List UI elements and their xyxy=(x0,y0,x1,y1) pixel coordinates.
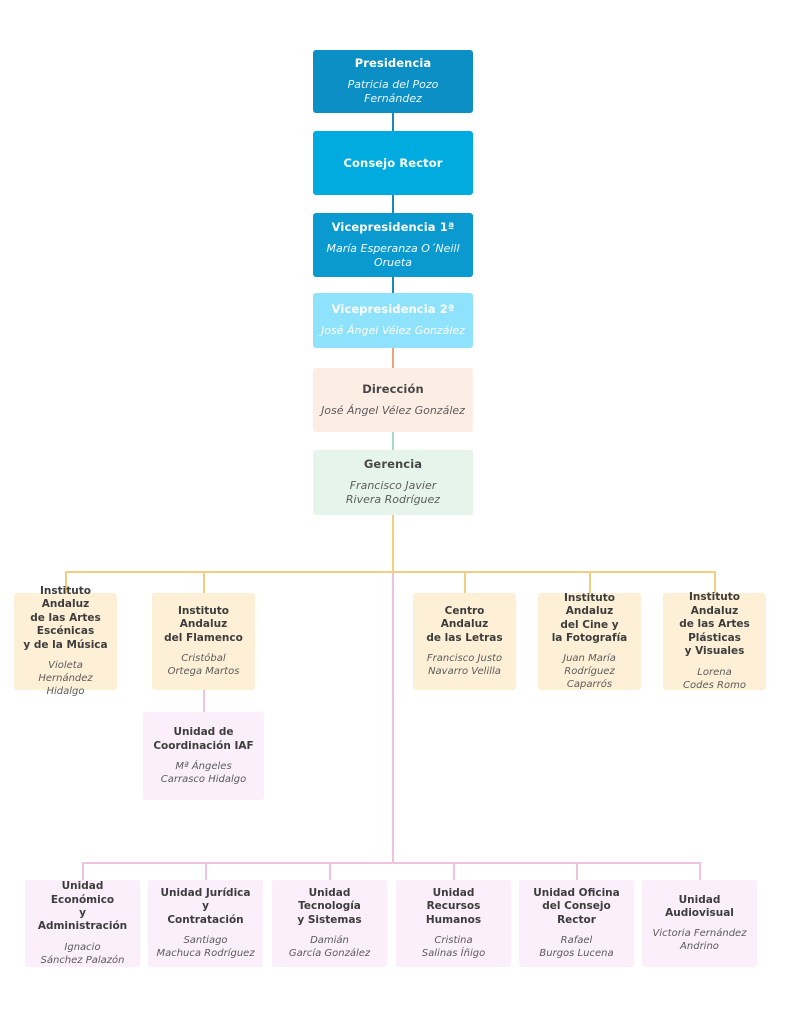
node-institute-person: Violeta Hernández Hidalgo xyxy=(38,660,93,698)
node-institute-person: Juan María Rodríguez Caparrós xyxy=(563,653,616,691)
node-institute-title: Centro Andaluz de las Letras xyxy=(426,604,503,644)
node-vicepresidencia-2-title: Vicepresidencia 2ª xyxy=(331,302,455,317)
connector-presidencia-consejo xyxy=(392,113,394,131)
node-institute-centro-letras[interactable]: Centro Andaluz de las Letras Francisco J… xyxy=(413,593,516,690)
node-unidad-juridica-contratacion[interactable]: Unidad Jurídica y Contratación Santiago … xyxy=(148,880,263,967)
node-unidad-coordinacion-iaf[interactable]: Unidad de Coordinación IAF Mª Ángeles Ca… xyxy=(143,712,264,800)
node-institute-person: Cristóbal Ortega Martos xyxy=(167,653,240,678)
node-unit-title: Unidad Tecnología y Sistemas xyxy=(297,886,362,926)
node-unidad-coordinacion-iaf-title: Unidad de Coordinación IAF xyxy=(153,726,254,752)
node-unit-title: Unidad Recursos Humanos xyxy=(425,886,482,926)
node-direccion-title: Dirección xyxy=(362,381,424,396)
node-presidencia-title: Presidencia xyxy=(354,56,432,71)
connector-vice2-direccion xyxy=(392,348,394,368)
node-unidad-audiovisual[interactable]: Unidad Audiovisual Victoria Fernández An… xyxy=(642,880,757,967)
node-unidad-oficina-consejo-rector[interactable]: Unidad Oficina del Consejo Rector Rafael… xyxy=(519,880,634,967)
node-consejo-rector[interactable]: Consejo Rector xyxy=(313,131,473,195)
connector-drop-unit-3 xyxy=(329,862,331,880)
connector-drop-institute-1 xyxy=(65,571,67,593)
connector-gerencia-institutes xyxy=(392,515,394,572)
connector-flamenco-iaf xyxy=(203,690,205,712)
node-institute-artes-plasticas-visuales[interactable]: Instituto Andaluz de las Artes Plásticas… xyxy=(663,591,766,691)
node-unidad-coordinacion-iaf-person: Mª Ángeles Carrasco Hidalgo xyxy=(160,760,247,785)
node-gerencia[interactable]: Gerencia Francisco Javier Rivera Rodrígu… xyxy=(313,450,473,515)
node-unit-person: Cristina Salinas Íñigo xyxy=(421,935,486,960)
node-institute-flamenco[interactable]: Instituto Andaluz del Flamenco Cristóbal… xyxy=(152,593,255,690)
node-vicepresidencia-1-title: Vicepresidencia 1ª xyxy=(331,219,455,234)
node-institute-title: Instituto Andaluz del Cine y la Fotograf… xyxy=(551,591,628,644)
connector-drop-institute-4 xyxy=(589,571,591,593)
node-gerencia-person: Francisco Javier Rivera Rodríguez xyxy=(345,479,441,507)
node-institute-title: Instituto Andaluz de las Artes Escénicas… xyxy=(23,584,108,651)
node-vicepresidencia-1-person: María Esperanza O´Neill Orueta xyxy=(326,241,460,269)
node-unit-person: Victoria Fernández Andrino xyxy=(652,928,747,953)
node-unit-person: Santiago Machuca Rodríguez xyxy=(156,935,255,960)
connector-drop-unit-2 xyxy=(205,862,207,880)
node-consejo-rector-title: Consejo Rector xyxy=(343,155,443,170)
node-institute-person: Francisco Justo Navarro Velilla xyxy=(426,653,503,678)
node-unit-person: Ignacio Sánchez Palazón xyxy=(40,941,125,966)
node-unidad-economico-administracion[interactable]: Unidad Económico y Administración Ignaci… xyxy=(25,880,140,967)
connector-consejo-vice1 xyxy=(392,195,394,213)
node-unit-person: Rafael Burgos Lucena xyxy=(539,935,614,960)
node-vicepresidencia-2-person: José Ángel Vélez González xyxy=(321,324,465,338)
node-direccion[interactable]: Dirección José Ángel Vélez González xyxy=(313,368,473,432)
node-vicepresidencia-1[interactable]: Vicepresidencia 1ª María Esperanza O´Nei… xyxy=(313,213,473,277)
node-unit-title: Unidad Oficina del Consejo Rector xyxy=(533,886,620,926)
node-presidencia[interactable]: Presidencia Patricia del Pozo Fernández xyxy=(313,50,473,113)
node-institute-title: Instituto Andaluz de las Artes Plásticas… xyxy=(679,591,750,658)
connector-drop-institute-2 xyxy=(203,571,205,593)
node-unit-title: Unidad Audiovisual xyxy=(665,893,734,919)
node-unit-title: Unidad Jurídica y Contratación xyxy=(160,886,251,926)
connector-bus-units xyxy=(82,862,700,864)
node-gerencia-title: Gerencia xyxy=(363,457,423,472)
node-unidad-tecnologia-sistemas[interactable]: Unidad Tecnología y Sistemas Damián Garc… xyxy=(272,880,387,967)
connector-drop-institute-5 xyxy=(714,571,716,593)
node-institute-cine-fotografia[interactable]: Instituto Andaluz del Cine y la Fotograf… xyxy=(538,591,641,691)
connector-spine-units xyxy=(392,573,394,863)
connector-drop-unit-5 xyxy=(576,862,578,880)
node-direccion-person: José Ángel Vélez González xyxy=(321,403,465,417)
node-unidad-recursos-humanos[interactable]: Unidad Recursos Humanos Cristina Salinas… xyxy=(396,880,511,967)
connector-drop-unit-4 xyxy=(453,862,455,880)
connector-drop-unit-6 xyxy=(699,862,701,880)
node-unit-person: Damián García González xyxy=(288,935,371,960)
node-institute-title: Instituto Andaluz del Flamenco xyxy=(164,604,243,644)
node-institute-artes-escenicas-musica[interactable]: Instituto Andaluz de las Artes Escénicas… xyxy=(14,585,117,697)
node-unit-title: Unidad Económico y Administración xyxy=(37,880,128,933)
node-institute-person: Lorena Codes Romo xyxy=(683,666,746,691)
node-presidencia-person: Patricia del Pozo Fernández xyxy=(347,78,439,106)
connector-drop-unit-1 xyxy=(82,862,84,880)
connector-vice1-vice2 xyxy=(392,277,394,293)
node-vicepresidencia-2[interactable]: Vicepresidencia 2ª José Ángel Vélez Gonz… xyxy=(313,293,473,348)
connector-drop-institute-3 xyxy=(464,571,466,593)
connector-bus-institutes xyxy=(65,571,716,573)
connector-direccion-gerencia xyxy=(392,432,394,450)
